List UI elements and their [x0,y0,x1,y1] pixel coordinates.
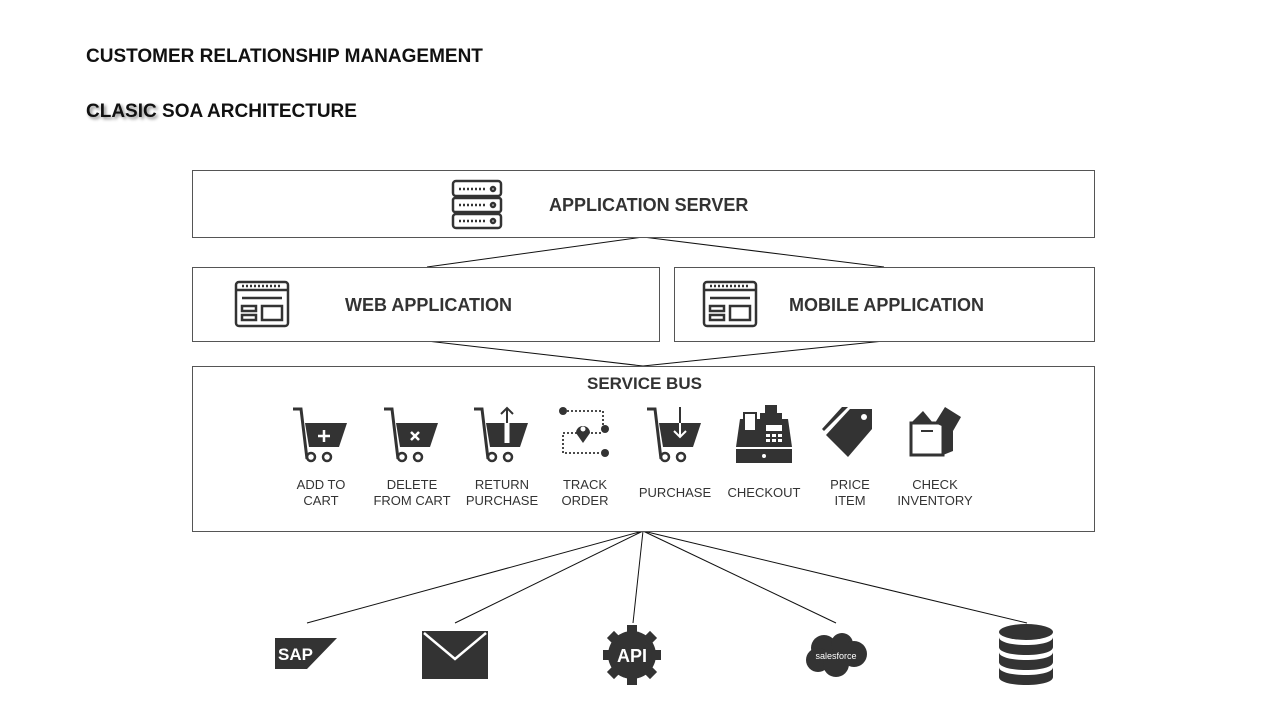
service-line1: PRICE [830,477,870,492]
database-icon [999,624,1053,685]
track-route-icon [559,407,609,457]
browser-window-icon [234,280,290,328]
service-line1: DELETE [386,477,438,492]
cart-purchase-icon [647,407,701,463]
open-box-icon [909,407,961,457]
salesforce-text: salesforce [815,651,856,661]
salesforce-logo: salesforce [806,633,867,677]
database-system [998,623,1054,690]
browser-window-icon [702,280,758,328]
api-text: API [617,646,647,666]
sap-system: SAP [275,638,339,675]
salesforce-system: salesforce [804,632,868,683]
price-tag-icon [822,407,872,457]
service-line2: ORDER [561,493,609,508]
service-line1: CHECKOUT [727,485,801,500]
application-server-label: APPLICATION SERVER [549,195,749,215]
web-application-label: WEB APPLICATION [345,295,512,315]
service-line2: ITEM [834,493,866,508]
email-system [422,631,488,684]
page-title: CUSTOMER RELATIONSHIP MANAGEMENT [86,46,483,67]
subtitle-rest: SOA ARCHITECTURE [162,101,357,122]
service-line1: PURCHASE [638,485,712,500]
cart-delete-icon [384,407,438,463]
web-application-box: WEB APPLICATION [192,267,660,342]
sap-text: SAP [278,645,313,664]
service-line2: PURCHASE [465,493,539,508]
service-line2: INVENTORY [897,493,973,508]
service-line1: RETURN [474,477,530,492]
service-line2: CART [303,493,339,508]
application-server-box: APPLICATION SERVER [192,170,1095,238]
service-purchase[interactable]: PURCHASE [630,405,720,509]
service-line1: TRACK [562,477,608,492]
service-line1: ADD TO [296,477,346,492]
page-subtitle: CLASIC SOA ARCHITECTURE [86,101,357,123]
sap-logo: SAP [275,638,337,669]
cart-add-icon [293,407,347,463]
service-line1: CHECK [912,477,958,492]
mobile-application-label: MOBILE APPLICATION [789,295,984,315]
service-checkout[interactable]: CHECKOUT [719,405,809,509]
api-system: API [603,625,661,690]
service-line2: FROM CART [373,493,451,508]
api-gear-icon: API [603,625,661,685]
server-icon [451,179,503,230]
cash-register-icon [736,405,792,463]
cart-return-icon [474,405,528,463]
service-bus-label: SERVICE BUS [587,374,702,393]
envelope-icon [422,631,488,679]
subtitle-highlight: CLASIC [86,101,157,122]
mobile-application-box: MOBILE APPLICATION [674,267,1095,342]
